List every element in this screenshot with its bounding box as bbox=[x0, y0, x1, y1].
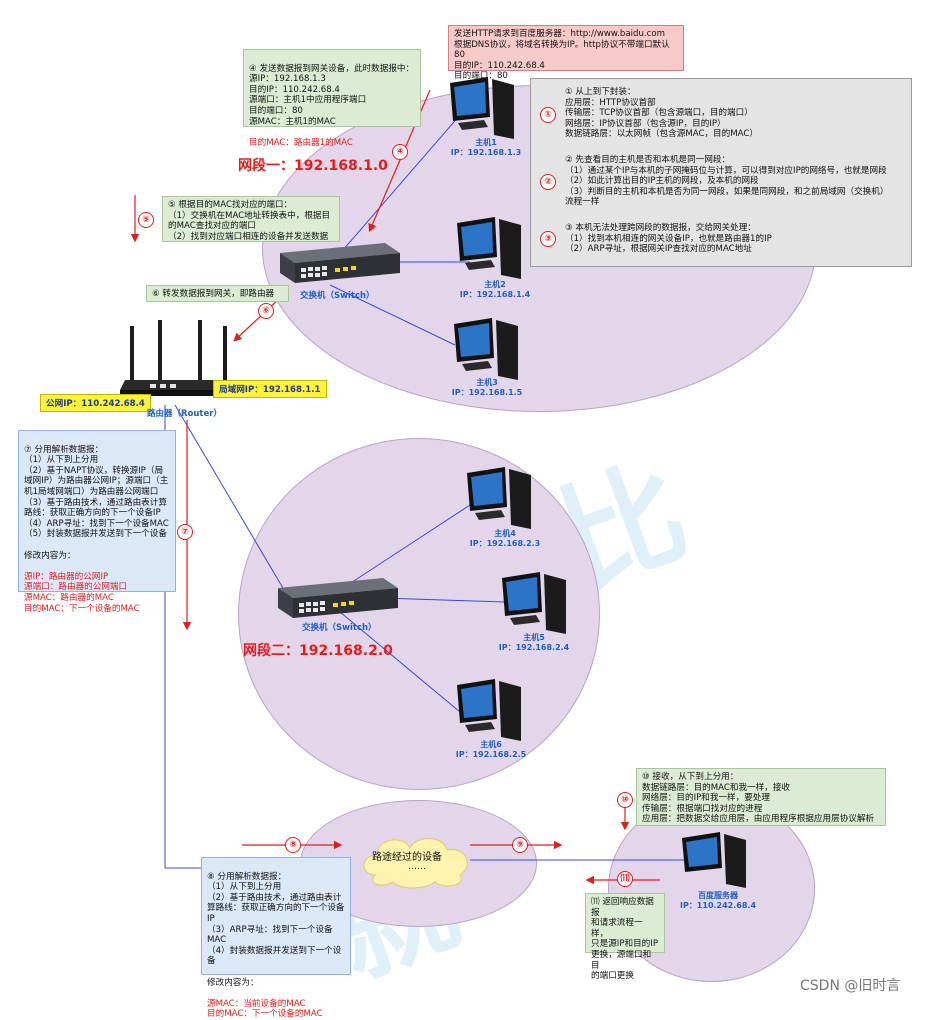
step1-note: ① 从上到下封装： 应用层：HTTP协议首部 传输层：TCP协议首部（包含源端口… bbox=[565, 87, 758, 140]
transit-label: 路途经过的设备 bbox=[372, 852, 442, 863]
step5-note: ⑤ 根据目的MAC找对应的端口： （1）交换机在MAC地址转换表中，根据目的MA… bbox=[162, 196, 340, 242]
switch-1-label: 交换机（Switch） bbox=[300, 291, 375, 301]
host1-pc-icon bbox=[450, 77, 514, 139]
marker-9: ⑨ bbox=[512, 837, 528, 853]
step8-text: ⑧ 分用解析数据报： （1）从下到上分用 （2）基于路由技术，通过路由表计算路线… bbox=[207, 871, 345, 988]
marker-1: ① bbox=[540, 107, 556, 123]
marker-10: ⑩ bbox=[617, 792, 633, 808]
switch-2-label: 交换机（Switch） bbox=[302, 623, 377, 633]
segment2-label: 网段二：192.168.2.0 bbox=[243, 643, 393, 659]
host4-pc-icon bbox=[467, 467, 531, 529]
step3-note: ③ 本机无法处理跨网段的数据报，交给网关处理： （1）找到本机相连的网关设备IP… bbox=[565, 223, 772, 255]
transit-cloud-icon bbox=[363, 838, 468, 889]
host4-label: 主机4 IP：192.168.2.3 bbox=[469, 529, 541, 548]
step2-note: ② 先查看目的主机是否和本机是同一网段： （1）通过某个IP与本机的子网掩码位与… bbox=[565, 155, 889, 208]
transit-dots: …… bbox=[408, 862, 426, 872]
host3-label: 主机3 IP：192.168.1.5 bbox=[451, 378, 523, 397]
step7-changes: 源IP：路由器的公网IP 源端口：路由器的公网端口 源MAC：路由器的MAC 目… bbox=[24, 571, 140, 614]
step11-note: ⑾ 返回响应数据报 和请求流程一样， 只是源IP和目的IP 更换，源端口和目 的… bbox=[585, 893, 665, 981]
host2-pc-icon bbox=[457, 217, 521, 279]
marker-4: ④ bbox=[392, 144, 408, 160]
marker-11: ⑾ bbox=[617, 871, 633, 887]
step7-note: ⑦ 分用解析数据报： （1）从下到上分用 （2）基于NAPT协议，转换源IP（局… bbox=[18, 430, 176, 614]
marker-6: ⑥ bbox=[258, 303, 274, 319]
router-label: 路由器（Router） bbox=[147, 409, 222, 419]
host3-pc-icon bbox=[454, 318, 518, 380]
baidu-server-label: 百度服务器 IP：110.242.68.4 bbox=[679, 891, 757, 910]
host6-label: 主机6 IP：192.168.2.5 bbox=[455, 740, 527, 759]
host6-pc-icon bbox=[457, 679, 521, 741]
host5-label: 主机5 IP：192.168.2.4 bbox=[498, 633, 570, 652]
step6-note: ⑥ 转发数据报到网关，即路由器 bbox=[146, 285, 289, 302]
router-icon bbox=[120, 320, 238, 396]
step4-note: ④ 发送数据报到网关设备，此时数据报中： 源IP：192.168.1.3 目的I… bbox=[243, 49, 421, 148]
host2-label: 主机2 IP：192.168.1.4 bbox=[459, 280, 531, 299]
switch-2-icon bbox=[278, 578, 398, 618]
step10-note: ⑩ 接收，从下到上分用： 数据链路层：目的MAC和我一样，接收 网络层：目的IP… bbox=[636, 768, 886, 826]
marker-5: ⑤ bbox=[138, 212, 154, 228]
segment1-label: 网段一：192.168.1.0 bbox=[238, 158, 388, 174]
http-request-note: 发送HTTP请求到百度服务器：http://www.baidu.com 根据DN… bbox=[448, 25, 684, 81]
host5-pc-icon bbox=[502, 572, 566, 634]
marker-8: ⑧ bbox=[285, 837, 301, 853]
step8-changes: 源MAC：当前设备的MAC 目的MAC：下一个设备的MAC bbox=[207, 998, 323, 1020]
marker-3: ③ bbox=[540, 231, 556, 247]
lan-ip-label: 局域网IP：192.168.1.1 bbox=[213, 380, 327, 398]
step7-text: ⑦ 分用解析数据报： （1）从下到上分用 （2）基于NAPT协议，转换源IP（局… bbox=[24, 444, 169, 561]
public-ip-label: 公网IP：110.242.68.4 bbox=[40, 394, 151, 412]
step4-text: ④ 发送数据报到网关设备，此时数据报中： 源IP：192.168.1.3 目的I… bbox=[249, 63, 415, 127]
credit-text: CSDN @旧时言 bbox=[800, 978, 901, 994]
host1-label: 主机1 IP：192.168.1.3 bbox=[450, 138, 522, 157]
step8-note: ⑧ 分用解析数据报： （1）从下到上分用 （2）基于路由技术，通过路由表计算路线… bbox=[201, 857, 351, 1019]
steps-1-3-panel bbox=[530, 78, 912, 267]
switch-1-icon bbox=[280, 243, 400, 283]
marker-2: ② bbox=[540, 174, 556, 190]
step4-dest-mac: 目的MAC：路由器1的MAC bbox=[249, 137, 353, 148]
marker-7: ⑦ bbox=[177, 524, 193, 540]
baidu-server-icon bbox=[682, 832, 746, 888]
